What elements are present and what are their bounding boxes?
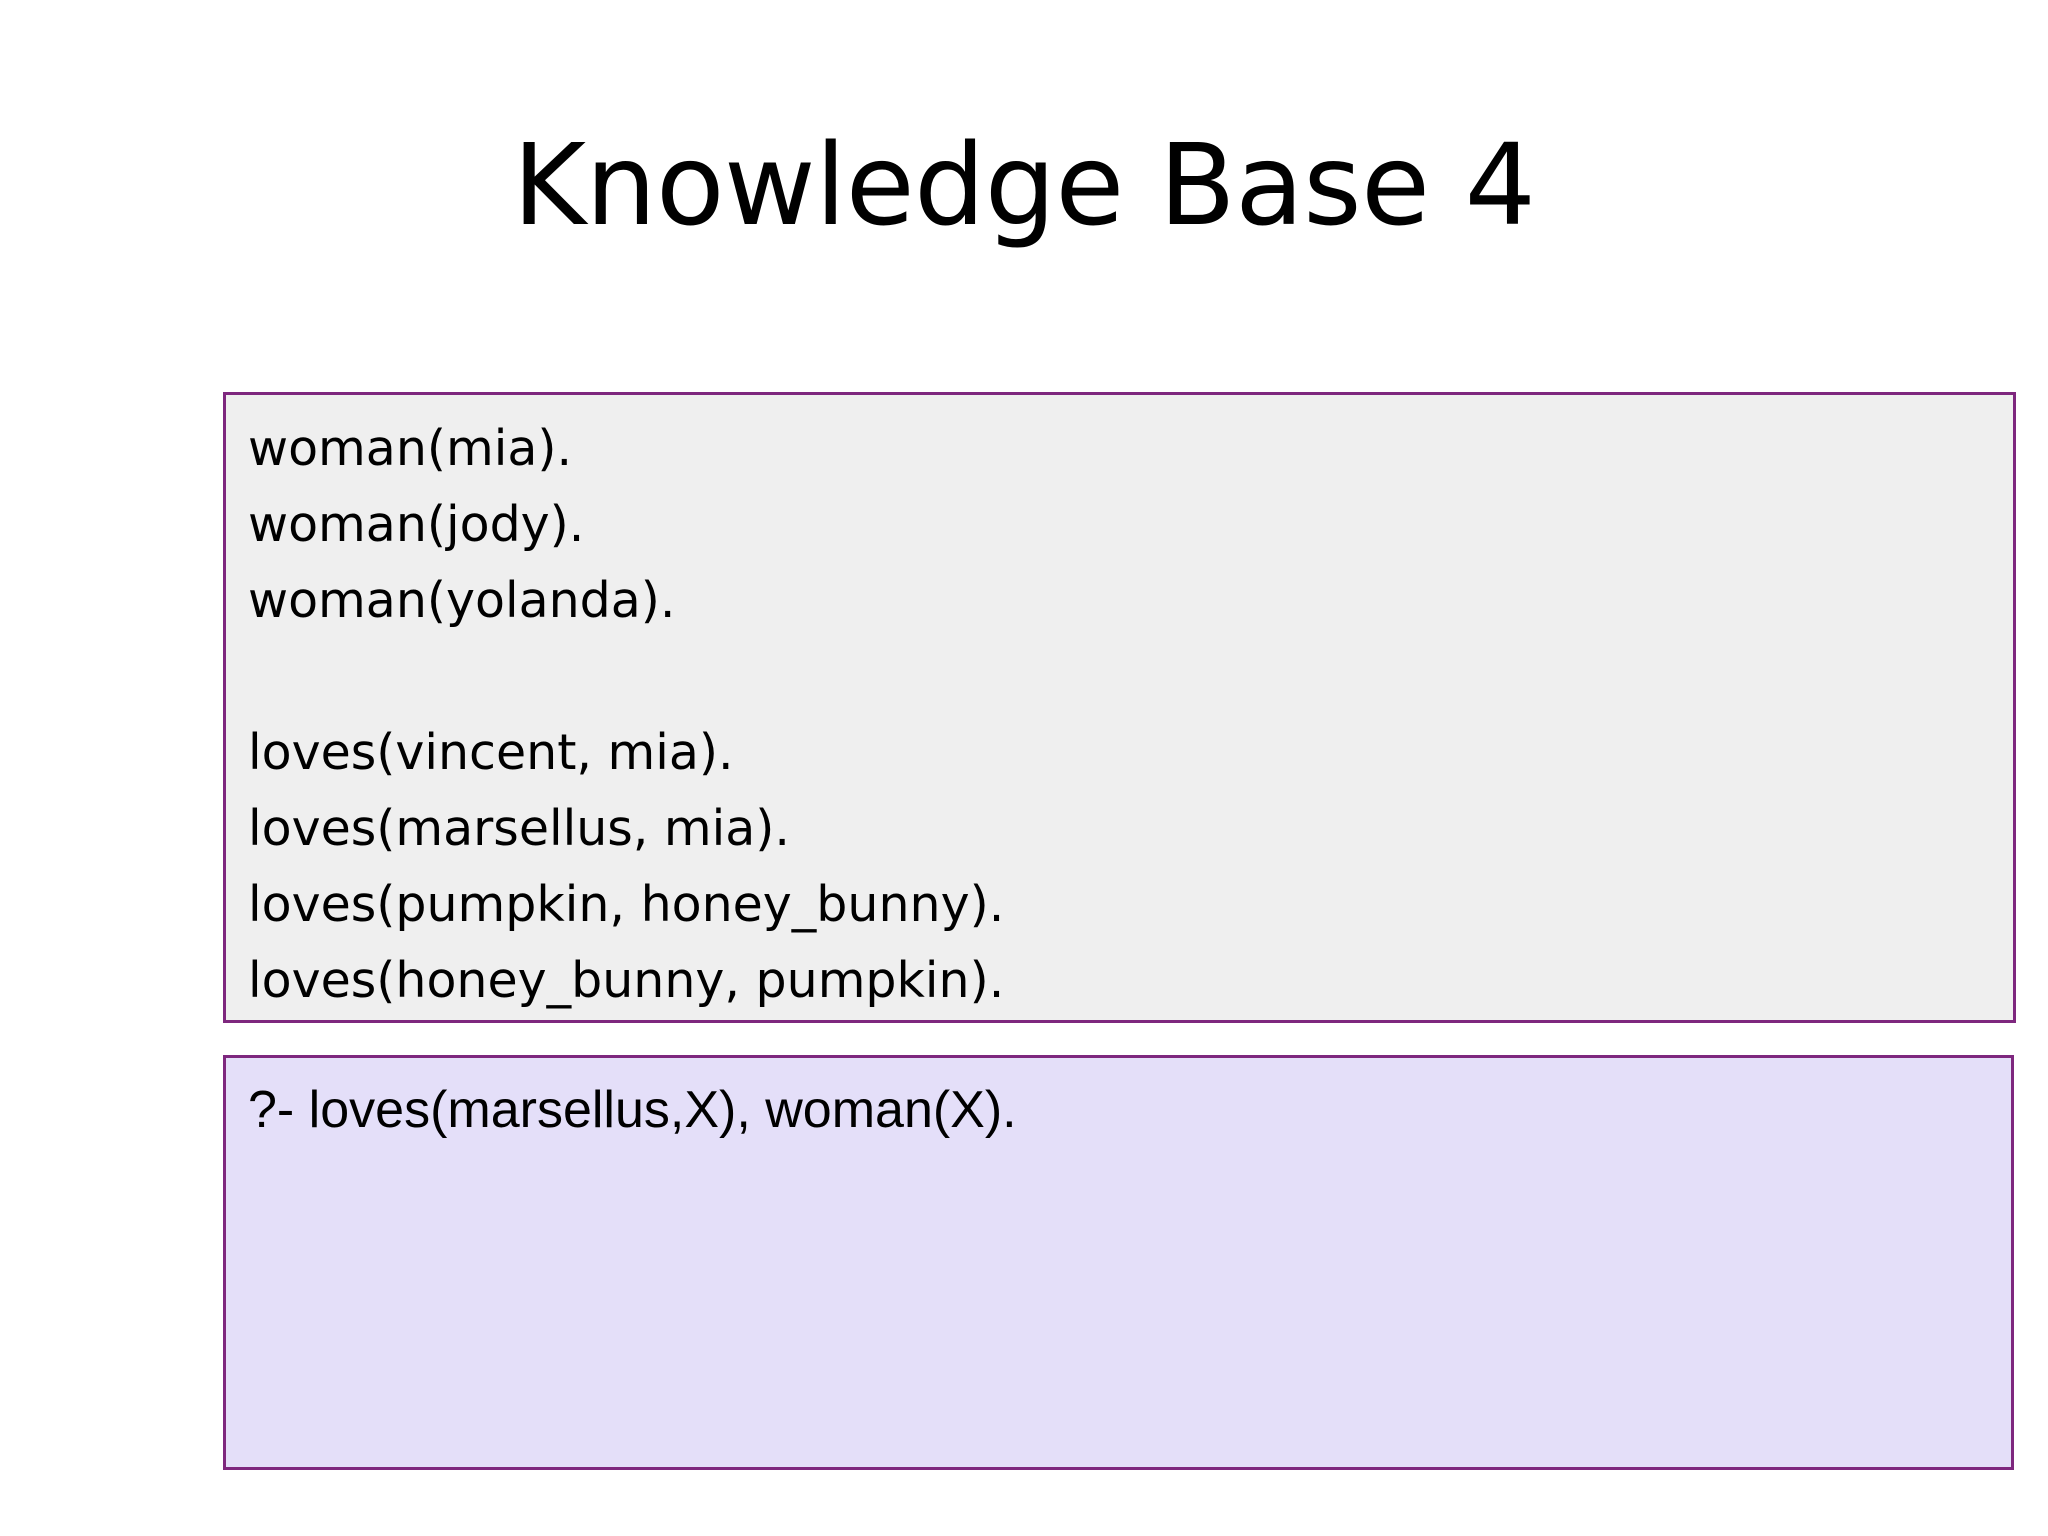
- fact-line: woman(jody).: [248, 496, 585, 553]
- fact-line: loves(pumpkin, honey_bunny).: [248, 876, 1005, 933]
- facts-box-content: woman(mia). woman(jody). woman(yolanda).…: [226, 395, 2013, 1019]
- query-line: ?- loves(marsellus,X), woman(X).: [248, 1081, 1017, 1139]
- fact-line: loves(marsellus, mia).: [248, 800, 790, 857]
- fact-line: woman(yolanda).: [248, 572, 676, 629]
- knowledge-base-facts-box: woman(mia). woman(jody). woman(yolanda).…: [223, 392, 2016, 1023]
- fact-line: loves(vincent, mia).: [248, 724, 734, 781]
- fact-line-spacer: [248, 639, 2013, 715]
- fact-line: woman(mia).: [248, 420, 573, 477]
- page-title: Knowledge Base 4: [512, 121, 1536, 251]
- prolog-query-box: ?- loves(marsellus,X), woman(X).: [223, 1055, 2014, 1470]
- fact-line: loves(honey_bunny, pumpkin).: [248, 952, 1005, 1009]
- query-box-content: ?- loves(marsellus,X), woman(X).: [226, 1058, 2011, 1146]
